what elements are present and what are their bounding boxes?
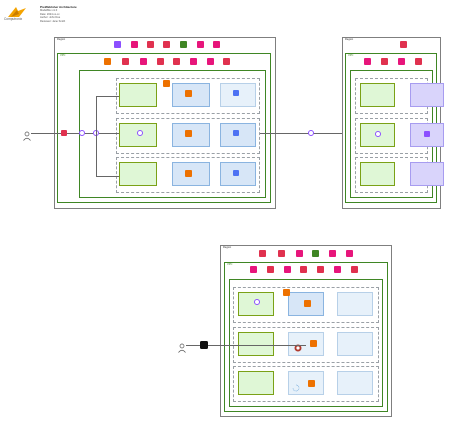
- service-icon: [131, 41, 138, 48]
- service-icon: [190, 58, 197, 65]
- public-subnet: [360, 83, 395, 107]
- service-icon: [398, 58, 405, 65]
- service-icon: [312, 250, 319, 257]
- service-icon: [278, 250, 285, 257]
- availability-zone: [233, 366, 379, 402]
- service-icon: [180, 41, 187, 48]
- load-balancer-icon: [254, 299, 260, 305]
- service-icon: [197, 41, 204, 48]
- public-subnet: [360, 162, 395, 186]
- header-line: ModelBox v1.0: [40, 9, 58, 12]
- data-subnet: [410, 162, 444, 186]
- vpc-inner: [229, 279, 383, 407]
- data-subnet: [220, 162, 256, 186]
- user-icon: [23, 128, 31, 141]
- service-icon: [364, 58, 371, 65]
- data-subnet: [337, 371, 373, 395]
- load-balancer-icon: [137, 130, 143, 136]
- public-subnet: [238, 332, 274, 356]
- service-icon: [329, 250, 336, 257]
- logo-text: Computronix: [4, 17, 23, 21]
- connector: [96, 96, 97, 176]
- service-icon: [400, 41, 407, 48]
- connector: [96, 176, 119, 177]
- vpc-label: VPC: [60, 54, 66, 57]
- connector: [67, 133, 79, 134]
- service-icon: [317, 266, 324, 273]
- service-icon: [259, 250, 266, 257]
- ec2-icon: [185, 130, 192, 137]
- data-subnet: [337, 332, 373, 356]
- database-icon: [424, 131, 430, 137]
- service-icon: [250, 266, 257, 273]
- service-icon: [351, 266, 358, 273]
- database-icon: [233, 90, 239, 96]
- private-subnet: [288, 332, 324, 356]
- load-balancer-icon: [375, 131, 381, 137]
- ec2-icon: [185, 90, 192, 97]
- private-subnet: [288, 371, 324, 395]
- data-subnet: [337, 292, 373, 316]
- service-icon: [114, 41, 121, 48]
- service-icon: [346, 250, 353, 257]
- public-subnet: [119, 83, 157, 107]
- database-icon: [233, 170, 239, 176]
- transit-gateway-icon: [308, 130, 314, 136]
- service-icon: [147, 41, 154, 48]
- region-label: Region: [223, 246, 232, 249]
- connector: [85, 133, 93, 134]
- service-icon: [334, 266, 341, 273]
- service-icon: [381, 58, 388, 65]
- region-label: Region: [345, 38, 354, 41]
- service-icon: [140, 58, 147, 65]
- service-icon: [157, 58, 164, 65]
- vpc-outer: [224, 262, 388, 412]
- service-icon: [267, 266, 274, 273]
- service-icon: [163, 41, 170, 48]
- service-icon: [104, 58, 111, 65]
- connector: [31, 133, 61, 134]
- ec2-icon: [185, 170, 192, 177]
- header-line: Author: John Doe: [40, 16, 61, 19]
- ec2-icon: [163, 80, 170, 87]
- ec2-icon: [308, 380, 315, 387]
- gateway-icon: [79, 130, 85, 136]
- region-label: Region: [57, 38, 66, 41]
- kubernetes-icon: [294, 339, 302, 352]
- gateway-icon: [200, 341, 208, 349]
- public-subnet: [238, 371, 274, 395]
- connector: [96, 96, 119, 97]
- service-icon: [122, 58, 129, 65]
- ec2-icon: [310, 340, 317, 347]
- connector: [186, 345, 200, 346]
- service-icon: [284, 266, 291, 273]
- availability-zone: [116, 118, 260, 154]
- availability-zone: [233, 287, 379, 323]
- service-icon: [173, 58, 180, 65]
- service-icon: [415, 58, 422, 65]
- service-icon: [296, 250, 303, 257]
- loading-icon: [292, 379, 300, 392]
- data-subnet: [410, 83, 444, 107]
- vpc-label: VPC: [348, 54, 354, 57]
- header-line: Reviewer: Jane Smith: [40, 19, 66, 23]
- service-icon: [300, 266, 307, 273]
- company-logo: [6, 5, 28, 21]
- diagram-title: PreWebIsher Architecture: [40, 5, 77, 9]
- connector: [99, 133, 119, 134]
- public-subnet: [119, 162, 157, 186]
- ec2-icon: [283, 289, 290, 296]
- service-icon: [207, 58, 214, 65]
- vpc-label: VPC: [227, 263, 233, 266]
- database-icon: [233, 130, 239, 136]
- connector: [208, 345, 306, 346]
- waf-icon: [61, 130, 67, 136]
- vpc-outer: [57, 53, 271, 203]
- service-icon: [213, 41, 220, 48]
- user-icon: [178, 340, 186, 353]
- availability-zone: [116, 157, 260, 193]
- service-icon: [223, 58, 230, 65]
- header-line: Date: 2024-xx-xx: [40, 12, 60, 16]
- ec2-icon: [304, 300, 311, 307]
